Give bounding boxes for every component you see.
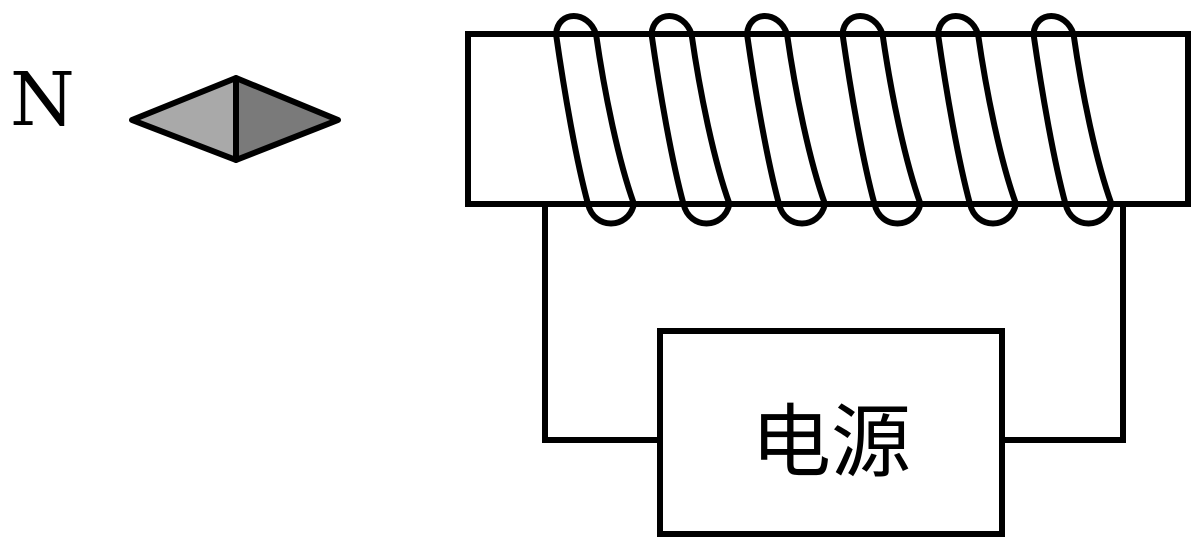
coil-rear-strand bbox=[1030, 31, 1069, 207]
coil-rear-strand bbox=[648, 31, 687, 207]
power-supply-box bbox=[657, 328, 1005, 537]
coil-rear-strand bbox=[553, 31, 591, 207]
compass-needle bbox=[129, 75, 341, 163]
coil-rear-strand bbox=[935, 31, 973, 207]
coil-top-loop bbox=[648, 13, 695, 37]
coil-front-strands bbox=[553, 13, 1115, 227]
coil-bottom-loop bbox=[967, 201, 1019, 227]
coil-front-strand bbox=[879, 31, 924, 207]
coil-front-strand bbox=[688, 31, 733, 207]
needle-south-half bbox=[233, 75, 341, 163]
coil-bottom-loop bbox=[871, 201, 924, 227]
power-supply-label: 电源 bbox=[751, 396, 911, 489]
coil-bottom-loop bbox=[585, 201, 637, 227]
coil-top-loop bbox=[553, 13, 599, 37]
coil-rear-strand bbox=[839, 31, 878, 207]
right-lead-wire bbox=[1002, 205, 1126, 443]
coil-front-strand bbox=[1070, 31, 1115, 207]
coil-bottom-loop bbox=[680, 201, 733, 227]
coil-front-strand bbox=[784, 31, 828, 207]
coil-top-loop bbox=[1030, 13, 1077, 37]
coil-rear-strand bbox=[744, 31, 782, 207]
coil-bottom-loop bbox=[776, 201, 828, 227]
coil-front-strand bbox=[593, 31, 637, 207]
left-lead-wire bbox=[542, 205, 660, 443]
coil-top-loop bbox=[744, 13, 790, 37]
coil-top-loop bbox=[839, 13, 886, 37]
coil-top-loop bbox=[935, 13, 981, 37]
coil-front-strand bbox=[975, 31, 1019, 207]
north-pole-label: N bbox=[10, 57, 75, 143]
coil-bottom-loop bbox=[1062, 201, 1115, 227]
needle-north-half bbox=[129, 75, 239, 163]
